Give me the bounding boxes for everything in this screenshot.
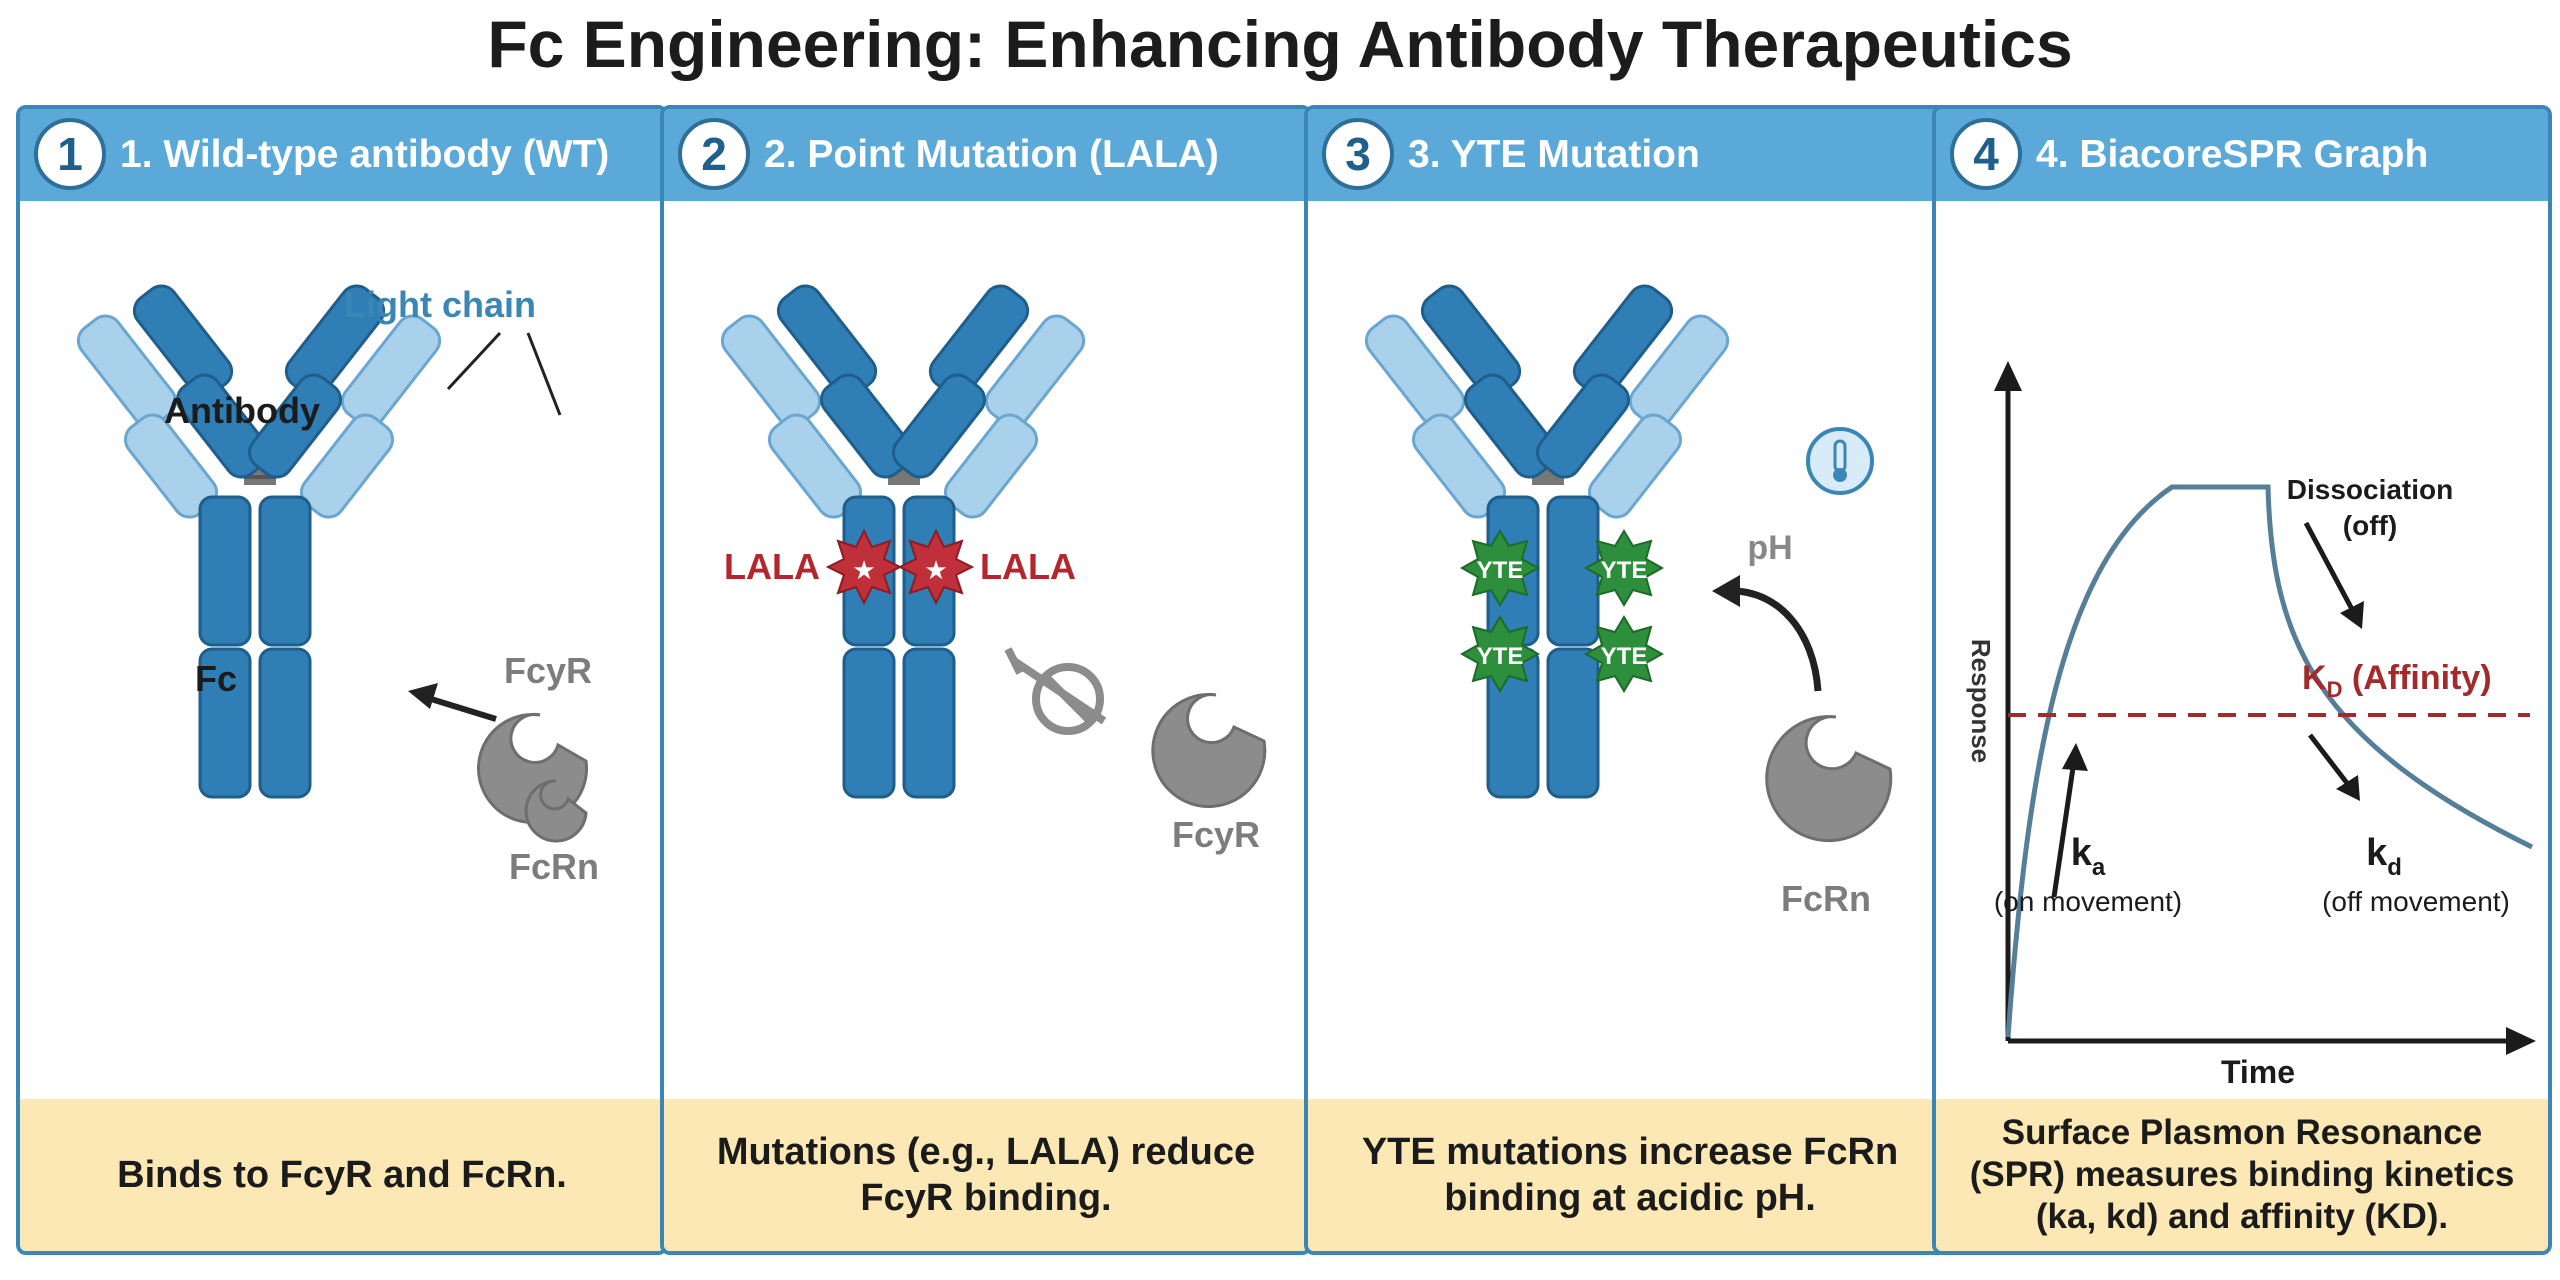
panel-lala-mutation: 2 2. Point Mutation (LALA) [660, 105, 1312, 1255]
antibody-icon [1364, 284, 1730, 799]
fcyr-label: FcyR [504, 650, 592, 691]
fcrn-label: FcRn [509, 846, 599, 887]
panel-caption: YTE mutations increase FcRn binding at a… [1361, 1131, 1899, 1219]
lala-label-right: LALA [980, 546, 1076, 587]
panel-spr-graph: 4 4. BiacoreSPR Graph Response Time Diss… [1932, 105, 2552, 1255]
ka-label: ka [2071, 832, 2106, 881]
kd-label: kd [2366, 832, 2402, 881]
panel-caption-box: Mutations (e.g., LALA) reduce FcyR bindi… [664, 1099, 1308, 1251]
yte-mutation-star-3: YTE [1459, 615, 1541, 693]
step-number: 2 [678, 118, 750, 190]
lala-antibody-illustration: ★ ★ LALA LALA FcyR [720, 284, 1267, 855]
yte-mutation-star-1: YTE [1459, 529, 1541, 607]
panel-header: 1 1. Wild-type antibody (WT) [20, 109, 664, 201]
panel-caption-box: Binds to FcyR and FcRn. [20, 1099, 664, 1251]
panel-wild-type: 1 1. Wild-type antibody (WT) [16, 105, 668, 1255]
x-axis-arrow-icon [2506, 1027, 2536, 1055]
antibody-label: Antibody [164, 390, 320, 431]
panel-caption: Mutations (e.g., LALA) reduce FcyR bindi… [716, 1131, 1256, 1219]
kd-caption: (off movement) [2322, 886, 2510, 917]
panel-title: 3. YTE Mutation [1408, 133, 1700, 176]
x-axis-label: Time [2221, 1054, 2295, 1090]
antibody-icon [76, 284, 442, 799]
panel-yte-mutation: 3 3. YTE Mutation [1304, 105, 1956, 1255]
panel-illustration: Light chain Antibody Fc FcyR FcRn [20, 201, 664, 1091]
svg-text:★: ★ [852, 555, 875, 585]
svg-text:YTE: YTE [1601, 557, 1648, 584]
svg-text:YTE: YTE [1601, 643, 1648, 670]
antibody-icon [720, 284, 1086, 799]
y-axis-arrow-icon [1994, 361, 2022, 391]
fcrn-receptor-icon [1765, 715, 1893, 843]
panel-caption-box: Surface Plasmon Resonance (SPR) measures… [1936, 1099, 2548, 1251]
page-title: Fc Engineering: Enhancing Antibody Thera… [487, 7, 2073, 81]
yte-antibody-illustration: YTE YTE YTE YTE pH FcRn [1364, 284, 1893, 919]
panel-illustration: Response Time Dissociation (off) KD (Aff… [1936, 201, 2548, 1091]
sensorgram-curve [2005, 484, 2534, 1038]
panel-caption-box: YTE mutations increase FcRn binding at a… [1308, 1099, 1952, 1251]
lala-label-left: LALA [724, 546, 820, 587]
yte-mutation-star-2: YTE [1583, 529, 1665, 607]
lala-mutation-star-right: ★ [897, 528, 975, 606]
panel-title: 2. Point Mutation (LALA) [764, 133, 1219, 176]
thermometer-icon [1806, 427, 1874, 495]
panel-header: 2 2. Point Mutation (LALA) [664, 109, 1308, 201]
panel-title: 4. BiacoreSPR Graph [2036, 133, 2429, 176]
fcyr-label: FcyR [1172, 814, 1260, 855]
fcyr-receptor-icon [1151, 693, 1267, 809]
spr-sensorgram: Response Time Dissociation (off) KD (Aff… [1966, 361, 2536, 1090]
light-chain-label: Light chain [344, 284, 536, 325]
panel-header: 4 4. BiacoreSPR Graph [1936, 109, 2548, 201]
panel-caption: Binds to FcyR and FcRn. [117, 1154, 567, 1196]
ka-caption: (on movement) [1994, 886, 2182, 917]
step-number: 1 [34, 118, 106, 190]
step-number: 3 [1322, 118, 1394, 190]
panel-title: 1. Wild-type antibody (WT) [120, 133, 610, 176]
dissociation-sub-label: (off) [2343, 510, 2397, 541]
kd-affinity-label: KD (Affinity) [2302, 659, 2492, 702]
svg-text:YTE: YTE [1477, 643, 1524, 670]
panel-caption: Surface Plasmon Resonance (SPR) measures… [1969, 1113, 2515, 1236]
panel-illustration: YTE YTE YTE YTE pH FcRn [1308, 201, 1952, 1091]
step-number: 4 [1950, 118, 2022, 190]
wild-type-antibody-illustration: Light chain Antibody Fc FcyR FcRn [76, 284, 599, 887]
ph-label: pH [1747, 529, 1792, 567]
y-axis-label: Response [1966, 639, 1996, 763]
dissociation-label: Dissociation [2287, 474, 2453, 505]
fcrn-receptor-icon [524, 779, 588, 843]
fc-label: Fc [195, 658, 237, 699]
svg-text:★: ★ [924, 555, 947, 585]
panel-illustration: ★ ★ LALA LALA FcyR [664, 201, 1308, 1091]
fcrn-label: FcRn [1781, 878, 1871, 919]
panel-header: 3 3. YTE Mutation [1308, 109, 1952, 201]
yte-mutation-star-4: YTE [1583, 615, 1665, 693]
lala-mutation-star-left: ★ [825, 528, 903, 606]
svg-text:YTE: YTE [1477, 557, 1524, 584]
blocked-binding-icon [1004, 647, 1107, 735]
